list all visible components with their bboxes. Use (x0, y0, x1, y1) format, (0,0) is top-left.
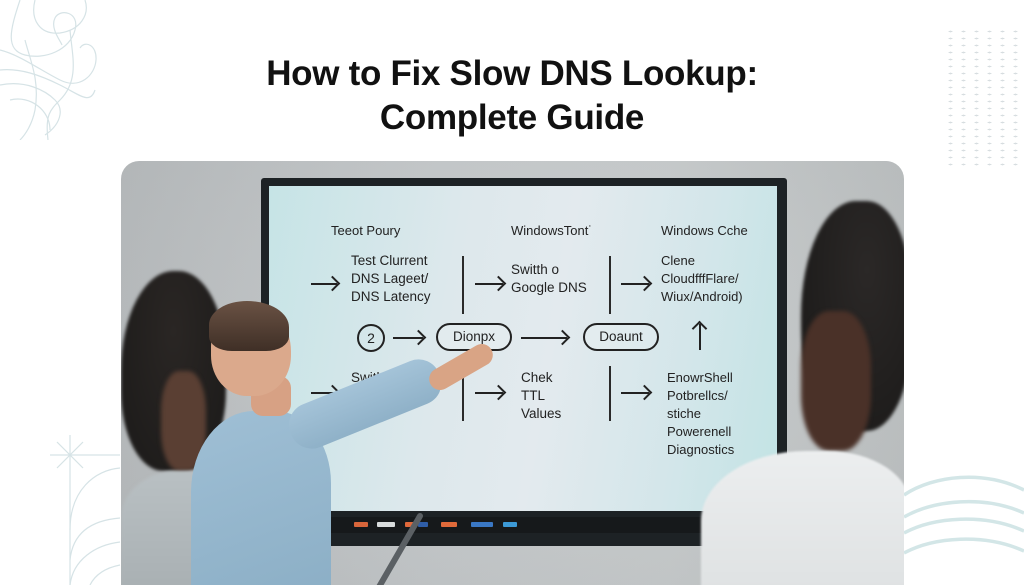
divider-line (609, 366, 611, 421)
column-heading-3: Windows Cche (661, 223, 748, 238)
step-test-current-dns: Test Clurrent DNS Lageet/ DNS Latency (351, 253, 431, 304)
arrow-right-icon (621, 283, 649, 285)
title-line-1: How to Fix Slow DNS Lookup: (266, 54, 758, 93)
marker-tray (269, 517, 777, 533)
classroom-photo: Teeot Poury WindowsTont˙ Windows Cche Te… (121, 161, 904, 585)
arrow-right-icon (621, 392, 649, 394)
flow-pill-2: Doaunt (583, 323, 659, 351)
marker-blue (471, 522, 493, 527)
arrow-right-icon (311, 392, 337, 394)
step-check-ttl: Chek TTL Values (521, 370, 562, 421)
divider-line (462, 256, 464, 314)
arrow-right-icon (393, 337, 423, 339)
page-title: How to Fix Slow DNS Lookup: Complete Gui… (0, 52, 1024, 140)
divider-line (462, 366, 464, 421)
decorative-dot-grid (944, 28, 1024, 168)
presenter-person (191, 296, 511, 585)
marker-white (377, 522, 395, 527)
whiteboard-screen: Teeot Poury WindowsTont˙ Windows Cche Te… (269, 186, 777, 511)
numbered-circle-icon: 2 (357, 324, 385, 352)
step-cloudflare: Clene CloudfffFlare/ Wiux/Android) (661, 253, 743, 304)
arrow-up-icon (699, 324, 701, 350)
marker-orange (441, 522, 457, 527)
step-switch-google-dns: Switth o Google DNS (511, 262, 587, 295)
divider-line (609, 256, 611, 314)
marker-light-blue (503, 522, 517, 527)
decorative-swirl-icon (0, 0, 97, 140)
arrow-right-icon (475, 392, 503, 394)
marker-orange (354, 522, 368, 527)
arrow-right-icon (311, 283, 337, 285)
decorative-sparkle-arches-icon (50, 435, 121, 585)
column-heading-2: WindowsTont˙ (511, 223, 593, 238)
step-powershell-diagnostics: EnowrShell Potbrellcs/ stiche Powerenell… (667, 370, 735, 457)
display-monitor: Teeot Poury WindowsTont˙ Windows Cche Te… (261, 178, 787, 546)
foreground-person-right (681, 201, 904, 585)
arrow-right-icon (521, 337, 567, 339)
arrow-right-icon (475, 283, 503, 285)
marker-blue (418, 522, 428, 527)
title-line-2: Complete Guide (379, 98, 645, 137)
decorative-arcs-icon (904, 475, 1024, 555)
column-heading-1: Teeot Poury (331, 223, 401, 238)
